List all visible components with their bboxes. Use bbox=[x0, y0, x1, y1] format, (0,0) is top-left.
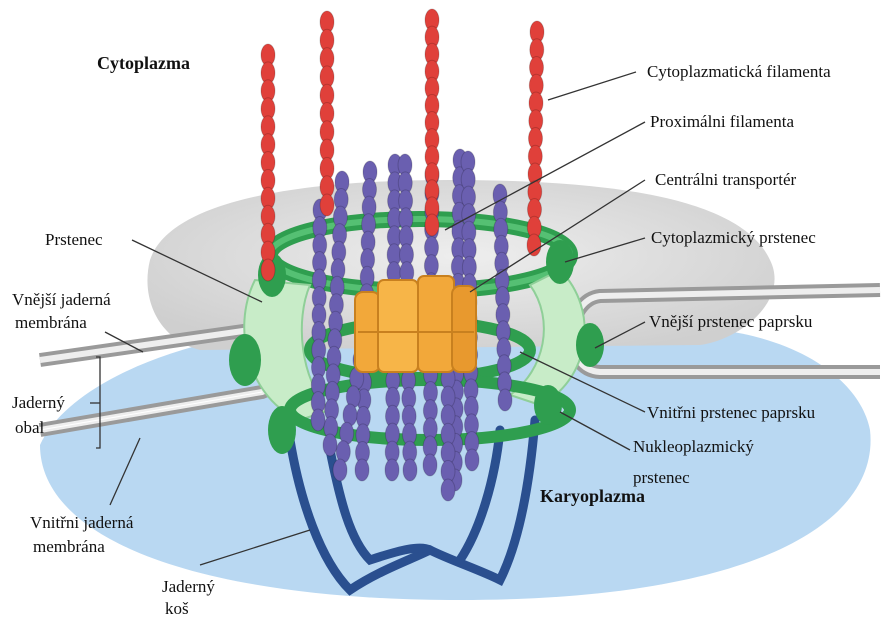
nucleoplasmic-ring-label-line1: Nukleoplazmický bbox=[633, 437, 754, 457]
cytoplasmic-filament bbox=[425, 9, 439, 236]
nuclear-envelope-label-line2: obal bbox=[15, 418, 44, 438]
nucleoplasmic-ring-label-line2: prstenec bbox=[633, 468, 690, 488]
cytoplasmic-filament bbox=[261, 44, 275, 281]
karyoplasm-label: Karyoplazma bbox=[540, 486, 645, 506]
nuclear-envelope-label-line1: Jaderný bbox=[12, 393, 65, 413]
ring-label: Prstenec bbox=[45, 230, 103, 250]
cytoplasmic-filament bbox=[320, 11, 334, 216]
outer-membrane-label-line2: membrána bbox=[15, 313, 87, 333]
cytoplasm-label: Cytoplazma bbox=[97, 53, 190, 73]
inner-membrane-label-line1: Vnitřni jaderná bbox=[30, 513, 133, 533]
outer-spoke-ring-label: Vnější prstenec paprsku bbox=[649, 312, 812, 332]
proximal-filaments-label: Proximálni filamenta bbox=[650, 112, 794, 132]
outer-membrane-label-line1: Vnější jaderná bbox=[12, 290, 111, 310]
inner-membrane-label-line2: membrána bbox=[33, 537, 105, 557]
cytoplasmic-ring-label: Cytoplazmický prstenec bbox=[651, 228, 816, 248]
nuclear-basket-label-line2: koš bbox=[165, 599, 189, 619]
cytoplasmic-filaments-label: Cytoplazmatická filamenta bbox=[647, 62, 831, 82]
nuclear-basket-label-line1: Jaderný bbox=[162, 577, 215, 597]
inner-spoke-ring-label: Vnitřni prstenec paprsku bbox=[647, 403, 815, 423]
central-transporter-label: Centrálni transportér bbox=[655, 170, 796, 190]
